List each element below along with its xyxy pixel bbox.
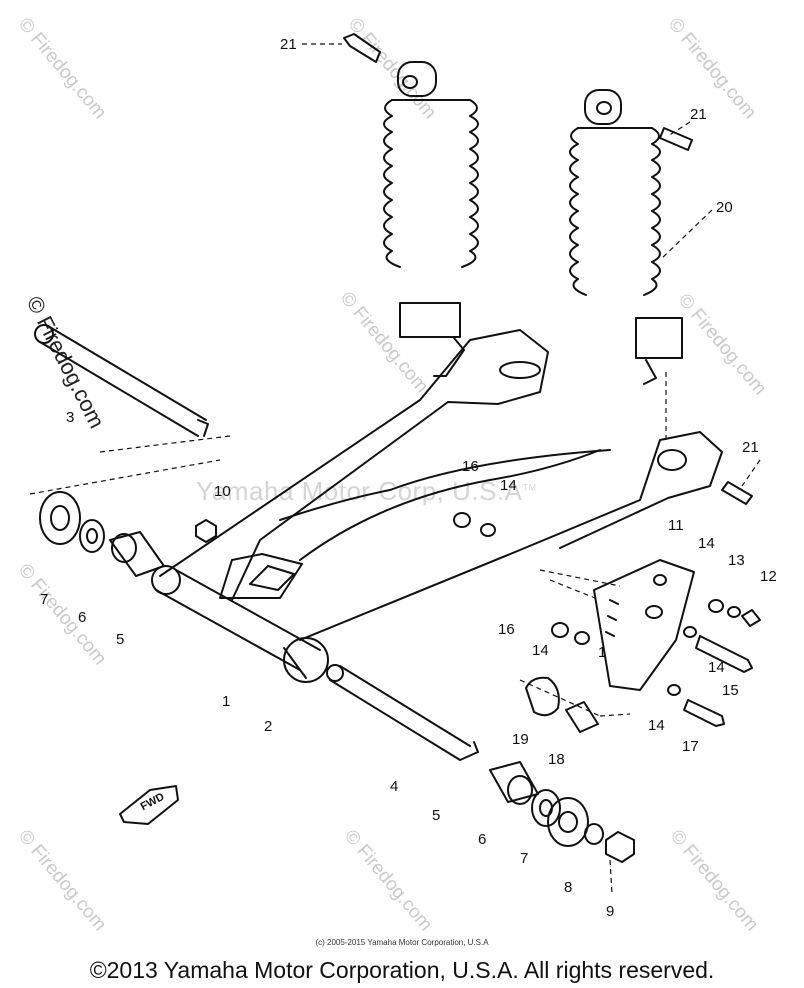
callout-2: 2 — [264, 718, 273, 735]
pivot-shaft-top — [34, 324, 209, 437]
callout-18: 18 — [548, 751, 565, 768]
callout-16: 16 — [498, 621, 515, 638]
yamaha-watermark-text: Yamaha Motor Corp, U.S.A — [196, 476, 523, 506]
callout-1: 1 — [222, 693, 231, 710]
callout-7: 7 — [520, 850, 529, 867]
callout-4: 4 — [390, 778, 399, 795]
callout-1: 1 — [598, 644, 607, 661]
left-shock-absorber — [383, 61, 479, 377]
callout-14: 14 — [532, 642, 549, 659]
left-bushings — [39, 491, 165, 577]
pivot-tube — [151, 565, 329, 683]
fwd-arrow — [119, 785, 179, 825]
callout-12: 12 — [760, 568, 777, 585]
swing-arm — [159, 329, 723, 641]
callout-3: 3 — [66, 409, 75, 426]
callout-9: 9 — [606, 903, 615, 920]
callout-19: 19 — [512, 731, 529, 748]
callout-11: 11 — [668, 517, 684, 534]
small-copyright: (c) 2005-2015 Yamaha Motor Corporation, … — [315, 938, 489, 947]
callout-21: 21 — [742, 439, 759, 456]
chain-bracket — [593, 559, 695, 691]
grease-nipple — [195, 519, 217, 543]
callout-21: 21 — [690, 106, 707, 123]
callout-13: 13 — [728, 552, 745, 569]
callout-14: 14 — [500, 477, 517, 494]
leader-lines — [29, 43, 761, 895]
callout-14: 14 — [708, 659, 725, 676]
yamaha-watermark: Yamaha Motor Corp, U.S.ATM — [196, 476, 537, 507]
callout-17: 17 — [682, 738, 699, 755]
callout-5: 5 — [116, 631, 125, 648]
right-bushings — [489, 761, 635, 863]
callout-6: 6 — [78, 609, 87, 626]
pivot-shaft — [326, 664, 479, 761]
callout-8: 8 — [564, 879, 573, 896]
callout-20: 20 — [716, 199, 733, 216]
callout-14: 14 — [698, 535, 715, 552]
shock-bolts — [343, 33, 753, 505]
callout-15: 15 — [722, 682, 739, 699]
callout-7: 7 — [40, 591, 49, 608]
callout-10: 10 — [214, 483, 231, 500]
callout-21: 21 — [280, 36, 297, 53]
main-copyright: ©2013 Yamaha Motor Corporation, U.S.A. A… — [89, 957, 715, 983]
right-shock-absorber — [569, 89, 683, 385]
bracket-hardware — [453, 512, 761, 733]
callout-14: 14 — [648, 717, 665, 734]
callout-5: 5 — [432, 807, 441, 824]
trademark-mark: TM — [522, 482, 537, 493]
callout-16: 16 — [462, 458, 479, 475]
callout-6: 6 — [478, 831, 487, 848]
